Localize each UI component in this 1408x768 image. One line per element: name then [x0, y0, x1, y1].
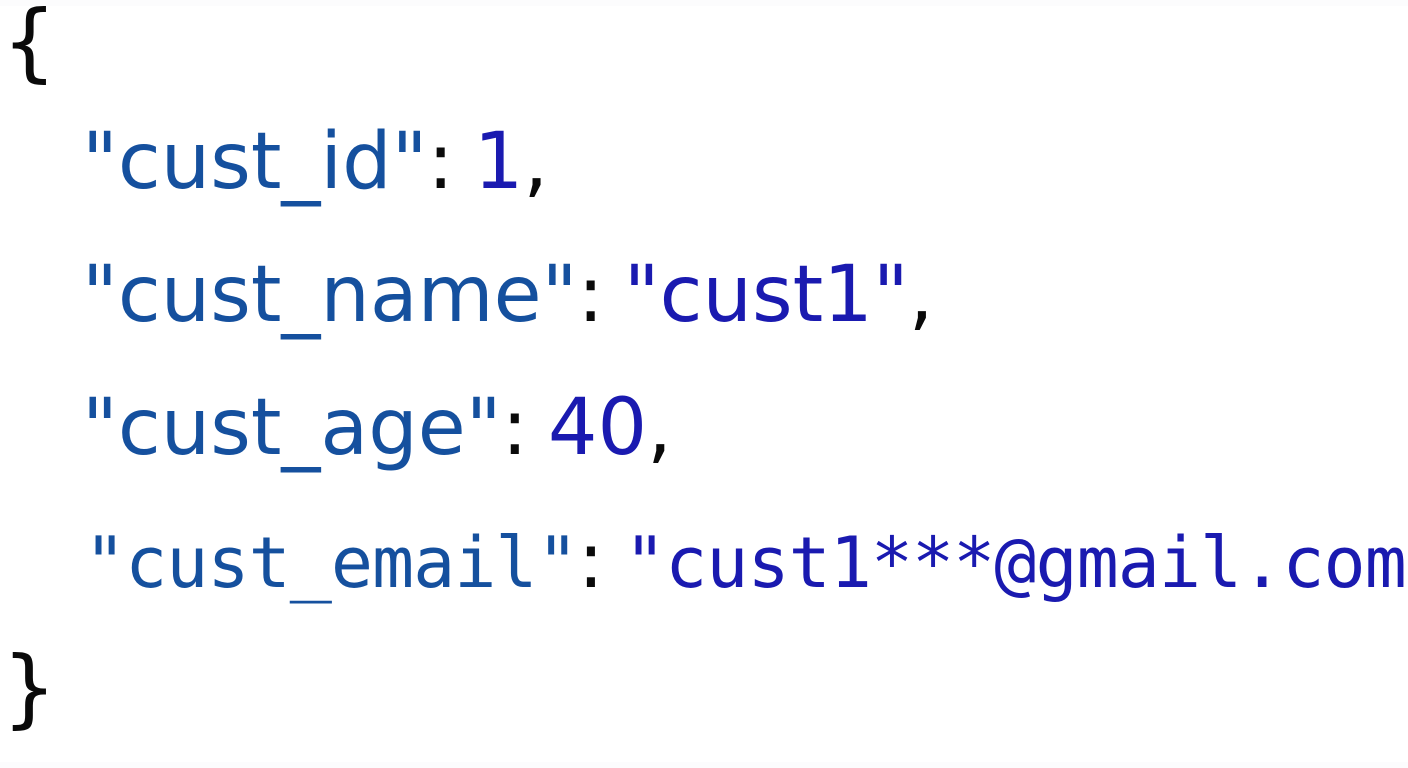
json-line-cust-age: "cust_age":40, — [0, 378, 1408, 478]
json-line-close-brace: } — [0, 638, 1408, 741]
colon-separator: : — [577, 516, 605, 606]
close-brace: } — [2, 638, 57, 738]
colon-separator: : — [427, 117, 454, 207]
colon-separator: : — [577, 250, 604, 340]
json-key-cust-name: "cust_name" — [82, 250, 578, 340]
json-line-cust-name: "cust_name":"cust1", — [0, 245, 1408, 345]
json-key-cust-email: "cust_email" — [84, 522, 579, 604]
colon-separator: : — [501, 383, 528, 473]
json-value-cust-name: "cust1" — [623, 250, 909, 340]
json-value-cust-age: 40 — [547, 383, 648, 473]
open-brace: { — [2, 0, 57, 92]
json-line-open-brace: { — [0, 0, 1408, 95]
json-key-cust-id: "cust_id" — [82, 117, 428, 207]
json-value-cust-id: 1 — [473, 117, 524, 207]
json-key-cust-age: "cust_age" — [82, 383, 502, 473]
json-value-cust-email: "cust1***@gmail.com" — [624, 522, 1408, 604]
comma-separator: , — [908, 250, 934, 340]
json-line-cust-id: "cust_id":1, — [0, 112, 1408, 212]
comma-separator: , — [523, 117, 549, 207]
json-line-cust-email: "cust_email":"cust1***@gmail.com" — [0, 511, 1408, 613]
comma-separator: , — [647, 383, 672, 473]
